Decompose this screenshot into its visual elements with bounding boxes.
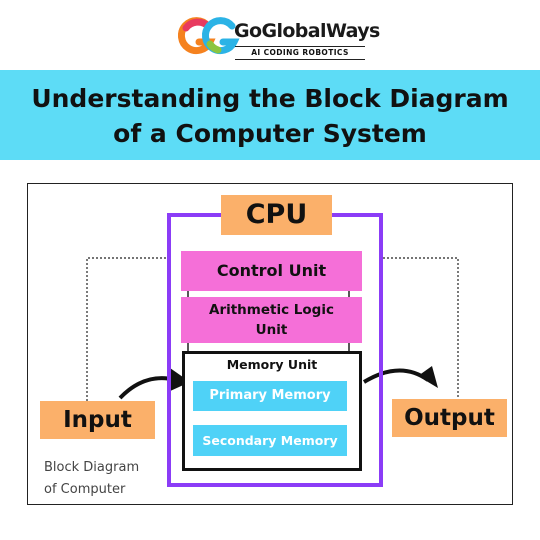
- alu-unit: Arithmetic Logic Unit: [181, 297, 362, 343]
- input-block: Input: [40, 401, 155, 439]
- diagram-caption: Block Diagram of Computer: [44, 457, 164, 501]
- control-unit: Control Unit: [181, 251, 362, 291]
- output-block: Output: [392, 399, 507, 437]
- secondary-memory: Secondary Memory: [193, 425, 347, 456]
- page-title-line-1: Understanding the Block Diagram: [31, 84, 509, 113]
- brand-tagline: AI CODING ROBOTICS: [235, 46, 365, 60]
- brand-logo-icon: [178, 17, 240, 55]
- alu-line-1: Arithmetic Logic: [209, 302, 334, 318]
- memory-unit-label: Memory Unit: [226, 357, 318, 372]
- caption-line-2: of Computer: [44, 482, 126, 497]
- cpu-label: CPU: [221, 195, 332, 235]
- brand-logo: GoGlobalWays AI CODING ROBOTICS: [178, 14, 380, 60]
- page-title-line-2: of a Computer System: [113, 119, 427, 148]
- page-title: Understanding the Block Diagram of a Com…: [0, 81, 540, 151]
- caption-line-1: Block Diagram: [44, 460, 140, 475]
- title-banner: Understanding the Block Diagram of a Com…: [0, 70, 540, 160]
- brand-name: GoGlobalWays: [234, 20, 380, 42]
- primary-memory: Primary Memory: [193, 381, 347, 411]
- alu-line-2: Unit: [255, 322, 288, 338]
